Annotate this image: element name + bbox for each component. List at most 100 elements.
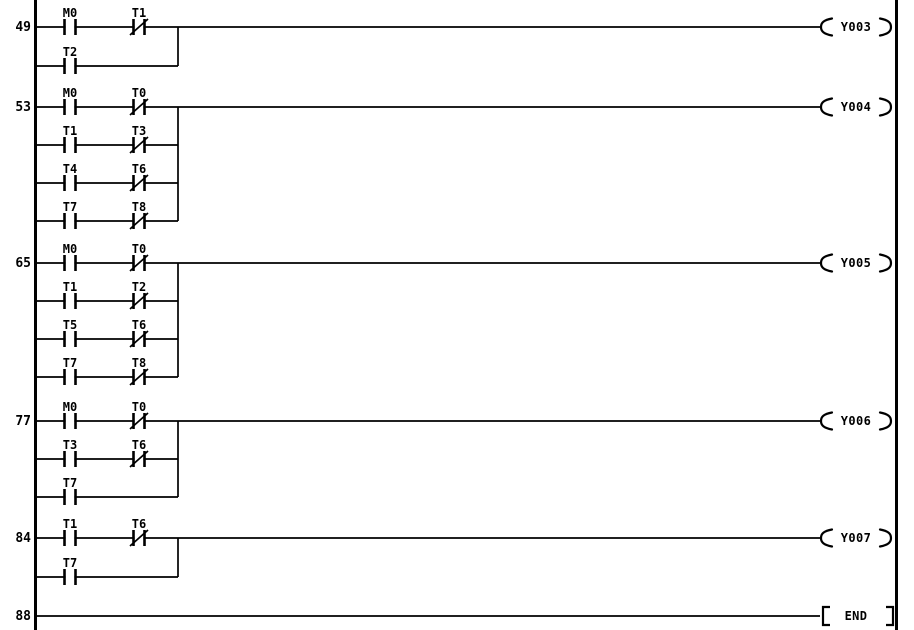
coil-right-paren-icon bbox=[878, 17, 893, 37]
instruction-label: END bbox=[845, 609, 868, 623]
contact-label: T8 bbox=[132, 200, 146, 214]
nc-slash-icon bbox=[129, 254, 149, 272]
end-instruction[interactable]: END bbox=[821, 605, 895, 627]
nc-contact-T6[interactable]: T6 bbox=[129, 318, 149, 348]
nc-contact-T8[interactable]: T8 bbox=[129, 200, 149, 230]
contact-label: T7 bbox=[63, 556, 77, 570]
no-contact-T7[interactable]: T7 bbox=[63, 200, 77, 229]
contact-label: T6 bbox=[132, 438, 146, 452]
contact-gap bbox=[65, 492, 75, 502]
no-contact-T1[interactable]: T1 bbox=[63, 517, 77, 546]
contact-gap bbox=[65, 258, 75, 268]
rung-number: 49 bbox=[15, 20, 31, 35]
nc-slash-icon bbox=[129, 98, 149, 116]
no-contact-M0[interactable]: M0 bbox=[63, 86, 77, 115]
rung-number: 88 bbox=[15, 609, 31, 624]
contact-label: T5 bbox=[63, 318, 77, 332]
coil-label: Y004 bbox=[841, 100, 872, 114]
rung-number: 77 bbox=[15, 414, 31, 429]
nc-contact-T6[interactable]: T6 bbox=[129, 162, 149, 192]
coil-right-paren-icon bbox=[878, 253, 893, 273]
contact-label: T0 bbox=[132, 400, 146, 414]
no-contact-T7[interactable]: T7 bbox=[63, 556, 77, 585]
output-coil-Y007[interactable]: Y007 bbox=[819, 528, 893, 548]
contact-gap bbox=[65, 140, 75, 150]
nc-contact-T2[interactable]: T2 bbox=[129, 280, 149, 310]
coil-label: Y007 bbox=[841, 531, 872, 545]
contact-label: T1 bbox=[63, 280, 77, 294]
contact-label: T7 bbox=[63, 356, 77, 370]
coil-left-paren-icon bbox=[819, 97, 834, 117]
nc-slash-icon bbox=[129, 529, 149, 547]
nc-contact-T0[interactable]: T0 bbox=[129, 400, 149, 430]
contact-label: M0 bbox=[63, 6, 77, 20]
coil-label: Y003 bbox=[841, 20, 872, 34]
instruction-left-bracket-icon bbox=[821, 605, 830, 627]
contact-gap bbox=[65, 334, 75, 344]
rung-number: 84 bbox=[15, 531, 31, 546]
contact-label: T3 bbox=[63, 438, 77, 452]
coil-left-paren-icon bbox=[819, 528, 834, 548]
contact-label: T7 bbox=[63, 476, 77, 490]
contact-label: M0 bbox=[63, 400, 77, 414]
contact-label: T0 bbox=[132, 86, 146, 100]
contact-gap bbox=[65, 61, 75, 71]
nc-slash-icon bbox=[129, 174, 149, 192]
contact-label: T8 bbox=[132, 356, 146, 370]
contact-label: T6 bbox=[132, 318, 146, 332]
contact-gap bbox=[65, 216, 75, 226]
output-coil-Y005[interactable]: Y005 bbox=[819, 253, 893, 273]
no-contact-T7[interactable]: T7 bbox=[63, 476, 77, 505]
nc-contact-T0[interactable]: T0 bbox=[129, 242, 149, 272]
contact-label: M0 bbox=[63, 86, 77, 100]
no-contact-M0[interactable]: M0 bbox=[63, 6, 77, 35]
output-coil-Y004[interactable]: Y004 bbox=[819, 97, 893, 117]
output-coil-Y006[interactable]: Y006 bbox=[819, 411, 893, 431]
rung-number: 53 bbox=[15, 100, 31, 115]
contact-gap bbox=[65, 454, 75, 464]
coil-left-paren-icon bbox=[819, 17, 834, 37]
no-contact-T1[interactable]: T1 bbox=[63, 124, 77, 153]
rung-number: 65 bbox=[15, 256, 31, 271]
contact-gap bbox=[65, 296, 75, 306]
contact-gap bbox=[65, 178, 75, 188]
no-contact-T3[interactable]: T3 bbox=[63, 438, 77, 467]
output-coil-Y003[interactable]: Y003 bbox=[819, 17, 893, 37]
nc-contact-T6[interactable]: T6 bbox=[129, 517, 149, 547]
nc-contact-T1[interactable]: T1 bbox=[129, 6, 149, 36]
no-contact-M0[interactable]: M0 bbox=[63, 242, 77, 271]
no-contact-T1[interactable]: T1 bbox=[63, 280, 77, 309]
contact-label: T2 bbox=[132, 280, 146, 294]
right-power-rail bbox=[895, 0, 898, 630]
nc-contact-T8[interactable]: T8 bbox=[129, 356, 149, 386]
no-contact-T5[interactable]: T5 bbox=[63, 318, 77, 347]
nc-contact-T3[interactable]: T3 bbox=[129, 124, 149, 154]
contact-gap bbox=[65, 22, 75, 32]
contact-label: M0 bbox=[63, 242, 77, 256]
rung-88: 88 END bbox=[15, 605, 895, 627]
nc-contact-T6[interactable]: T6 bbox=[129, 438, 149, 468]
coil-right-paren-icon bbox=[878, 411, 893, 431]
nc-slash-icon bbox=[129, 368, 149, 386]
contact-label: T6 bbox=[132, 162, 146, 176]
nc-contact-T0[interactable]: T0 bbox=[129, 86, 149, 116]
no-contact-T7[interactable]: T7 bbox=[63, 356, 77, 385]
coil-left-paren-icon bbox=[819, 253, 834, 273]
nc-slash-icon bbox=[129, 450, 149, 468]
coil-left-paren-icon bbox=[819, 411, 834, 431]
no-contact-T2[interactable]: T2 bbox=[63, 45, 77, 74]
contact-gap bbox=[65, 572, 75, 582]
coil-right-paren-icon bbox=[878, 528, 893, 548]
contact-label: T1 bbox=[63, 517, 77, 531]
contact-label: T6 bbox=[132, 517, 146, 531]
contact-gap bbox=[65, 372, 75, 382]
no-contact-T4[interactable]: T4 bbox=[63, 162, 77, 191]
nc-slash-icon bbox=[129, 136, 149, 154]
no-contact-M0[interactable]: M0 bbox=[63, 400, 77, 429]
contact-label: T4 bbox=[63, 162, 77, 176]
contact-label: T0 bbox=[132, 242, 146, 256]
